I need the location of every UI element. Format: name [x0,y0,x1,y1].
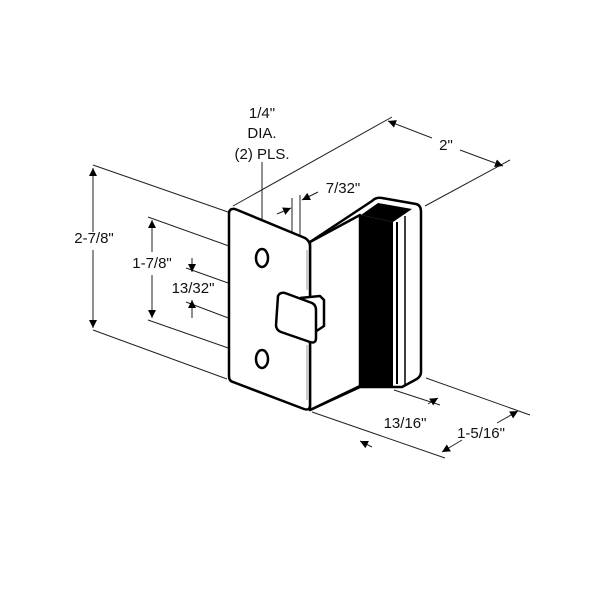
label-depth-outer: 1-5/16" [457,425,505,442]
label-tab-height: 13/32" [172,280,215,297]
dimension-lines [89,120,519,453]
label-hole-dia-2: DIA. [247,125,276,142]
label-hole-dia-1: 1/4" [249,105,275,122]
label-hole-spacing: 1-7/8" [132,255,172,272]
latch-tab [274,291,318,344]
label-overall-height: 2-7/8" [74,230,114,247]
front-plate [227,207,312,411]
label-tab-offset: 7/32" [326,180,361,197]
mounting-hole [254,247,270,269]
label-width: 2" [439,137,453,154]
dimension-labels: 2-7/8" 1-7/8" 13/32" 1/4" DIA. (2) PLS. … [74,105,505,442]
label-depth-inner: 13/16" [384,415,427,432]
latch-part [227,196,423,412]
mounting-hole [254,348,270,370]
keeper-channel [361,215,393,387]
label-hole-dia-3: (2) PLS. [234,146,289,163]
